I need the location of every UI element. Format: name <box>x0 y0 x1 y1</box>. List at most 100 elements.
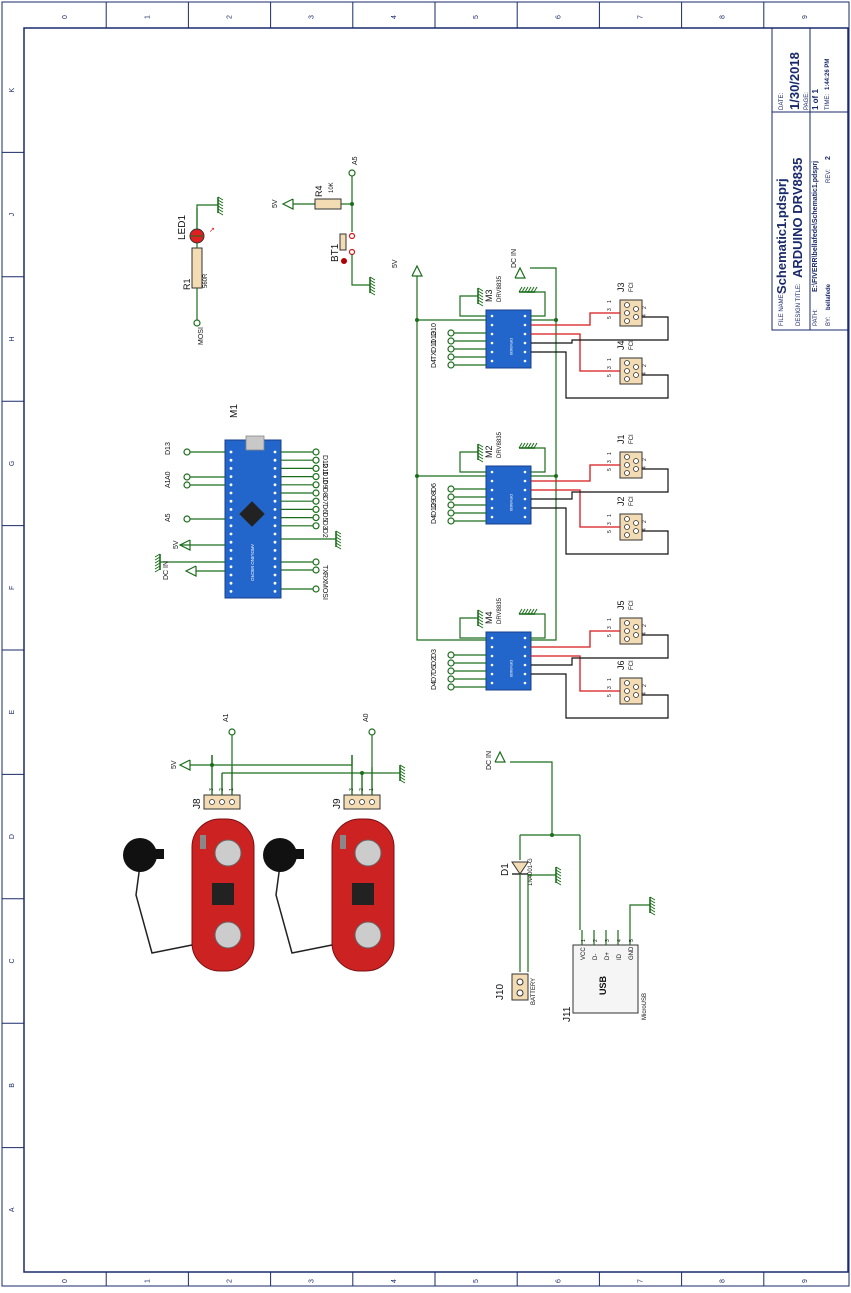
ground-hatch <box>521 442 526 449</box>
ground-hatch <box>477 299 484 304</box>
chip-label: ARDUINO MICRO <box>250 544 255 581</box>
net-label: D2 <box>321 529 328 538</box>
value-label: FCI <box>629 600 635 610</box>
value-label: FCI <box>629 434 635 444</box>
module-terminal <box>447 329 455 337</box>
m2-ground-wire <box>459 451 486 473</box>
motor-black-wire <box>531 316 669 344</box>
ground-hatch <box>527 442 532 449</box>
net-label: D6 <box>321 504 328 513</box>
sensor-ground <box>399 764 406 784</box>
ground-hatch <box>399 770 406 775</box>
ground-hatch <box>521 608 526 615</box>
module-pin <box>523 323 527 327</box>
motor-red-wire <box>531 464 620 482</box>
pin-number: 4 <box>642 372 648 375</box>
module-pin <box>490 663 494 667</box>
m3-ground-2 <box>518 286 538 293</box>
value-label: DRV8835 <box>497 597 503 624</box>
net-label: D4 <box>431 359 438 368</box>
header-pin <box>273 540 277 544</box>
net-label: D13 <box>431 331 438 344</box>
ground-hatch <box>399 767 406 772</box>
arduino-terminal <box>312 448 320 456</box>
chip-label: DRV8835 <box>509 494 514 512</box>
net-label: D8 <box>321 488 328 497</box>
header-pin <box>273 549 277 552</box>
ground-hatch <box>530 608 535 615</box>
battery-ground <box>555 866 562 886</box>
net-label: D6 <box>431 483 438 492</box>
pin-hole <box>633 458 639 464</box>
header-pin <box>229 581 233 585</box>
electrode-button <box>123 838 157 872</box>
pin-hole <box>624 620 630 626</box>
net-label: D3 <box>321 521 328 530</box>
module-pin <box>523 672 527 676</box>
sensor-5v-wire <box>211 755 353 766</box>
ground-hatch <box>399 779 406 784</box>
pin-number: 3 <box>607 626 613 629</box>
header-pin <box>229 532 233 536</box>
ref-label: M4 <box>484 611 494 624</box>
j6-body <box>619 677 643 705</box>
column-label-top: 5 <box>473 15 480 19</box>
j2-body <box>619 513 643 541</box>
pin-hole <box>516 989 524 997</box>
module-pin <box>490 506 494 510</box>
pin-hole <box>624 454 630 460</box>
header-pin <box>273 475 277 478</box>
value-label: DRV8835 <box>497 431 503 458</box>
module-pin <box>490 341 494 345</box>
pin-number: 2 <box>642 458 648 461</box>
pin-hole <box>633 364 639 370</box>
ground-hatch <box>649 905 656 910</box>
ground-hatch <box>154 562 161 567</box>
file-name: Schematic1.pdsprj <box>774 178 789 294</box>
column-label-bottom: 6 <box>555 1279 562 1283</box>
module-terminal <box>447 337 455 345</box>
smd-part <box>200 835 206 849</box>
pin-hole <box>219 799 225 805</box>
pin-number: 1 <box>607 514 613 517</box>
m3-board <box>485 309 532 369</box>
net-label: D9 <box>321 480 328 489</box>
ground-hatch <box>399 764 406 769</box>
header-pin <box>273 508 277 511</box>
arduino-ground <box>154 553 161 573</box>
electrode-snap <box>156 849 164 859</box>
pin-hole <box>624 680 630 686</box>
pin-number: 5 <box>607 316 613 319</box>
ref-label: J6 <box>616 660 626 670</box>
row-label: E <box>9 710 16 715</box>
pin-number: 2 <box>642 364 648 367</box>
pin-number: 4 <box>642 466 648 469</box>
column-label-bottom: 2 <box>227 1279 234 1283</box>
header-pin <box>273 450 277 454</box>
row-label: A <box>9 1207 16 1212</box>
module-pin <box>490 636 494 640</box>
ref-label: J10 <box>495 983 506 1000</box>
electrode-pad <box>214 921 242 949</box>
electrode-pad <box>354 921 382 949</box>
amp-chip <box>352 883 374 905</box>
junction-dot <box>415 474 419 478</box>
module-pin <box>523 350 527 354</box>
dcin-power-wire <box>510 761 553 835</box>
ground-hatch <box>477 624 484 629</box>
net-label: D13 <box>165 442 172 455</box>
ground-hatch <box>335 533 342 538</box>
j10-body <box>511 973 529 1001</box>
module-pin <box>490 645 494 649</box>
m2-ground-wire-2 <box>527 447 546 473</box>
arduino-terminal <box>312 522 320 530</box>
bt1-contact <box>348 248 356 256</box>
ground-hatch <box>369 276 376 281</box>
date-label: DATE: <box>779 92 785 110</box>
mosi-terminal <box>193 319 201 327</box>
net-label: D11 <box>431 340 438 352</box>
module-terminal <box>447 675 455 683</box>
ground-hatch <box>369 282 376 287</box>
header-pin <box>273 483 277 487</box>
pin-hole <box>633 372 639 378</box>
